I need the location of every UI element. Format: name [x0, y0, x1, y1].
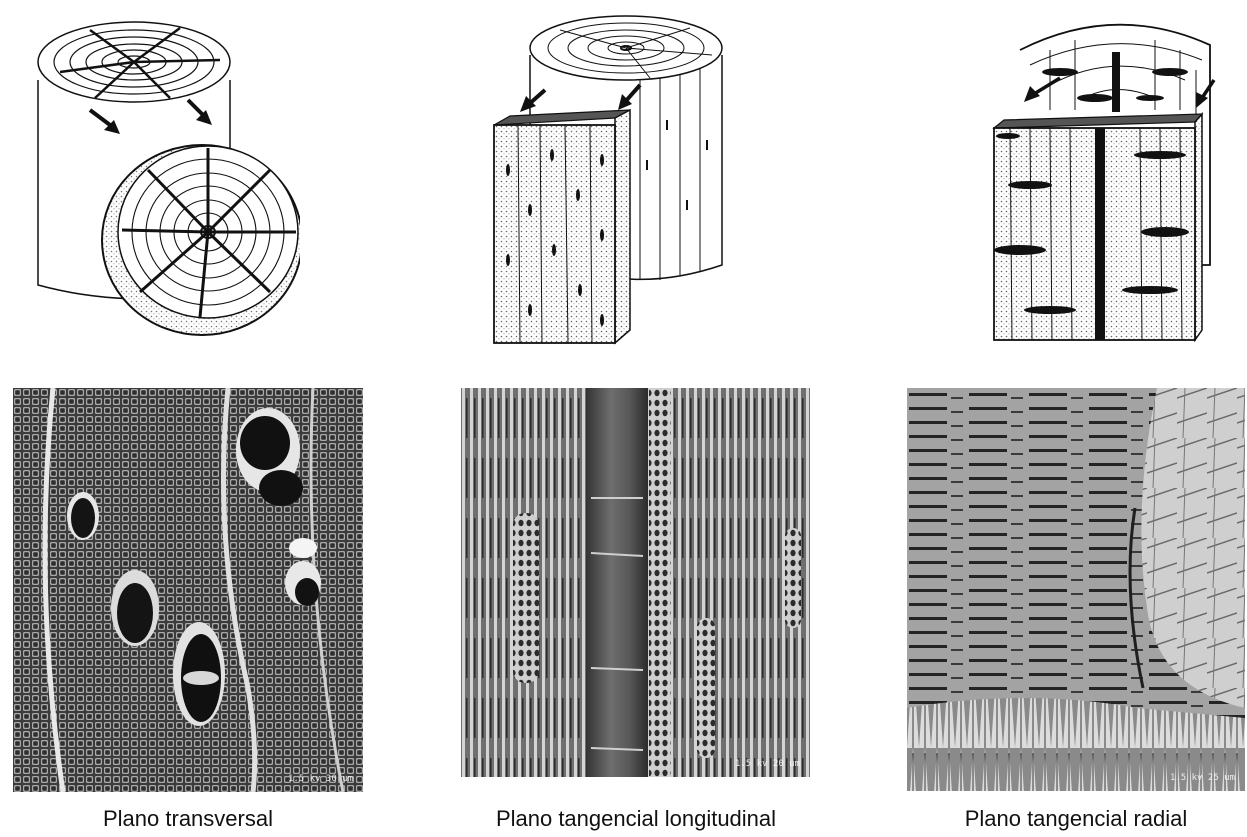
transversal-diagram	[30, 20, 300, 340]
scale-bar: 1.5 kv 30 um	[288, 774, 353, 784]
tangencial-radial-micrograph: 1.5 kv 25 um	[907, 388, 1245, 791]
tangencial-longitudinal-diagram	[490, 10, 730, 350]
tangencial-radial-sem-image	[907, 388, 1245, 791]
transversal-micrograph: 1.5 kv 30 um	[13, 388, 363, 792]
caption-transversal: Plano transversal	[13, 806, 363, 832]
tangencial-longitudinal-sem-image	[461, 388, 810, 777]
tangencial-radial-diagram	[990, 10, 1220, 350]
scale-bar: 1.5 kv 20 um	[735, 759, 800, 769]
tangencial-longitudinal-micrograph: 1.5 kv 20 um	[461, 388, 810, 777]
caption-tangencial-radial: Plano tangencial radial	[907, 806, 1245, 832]
tangential-plank	[494, 110, 630, 343]
radial-plank	[994, 114, 1202, 340]
cross-section-disc	[102, 145, 300, 335]
scale-bar: 1.5 kv 25 um	[1170, 773, 1235, 783]
caption-tangencial-longitudinal: Plano tangencial longitudinal	[436, 806, 836, 832]
transversal-sem-image	[13, 388, 363, 792]
